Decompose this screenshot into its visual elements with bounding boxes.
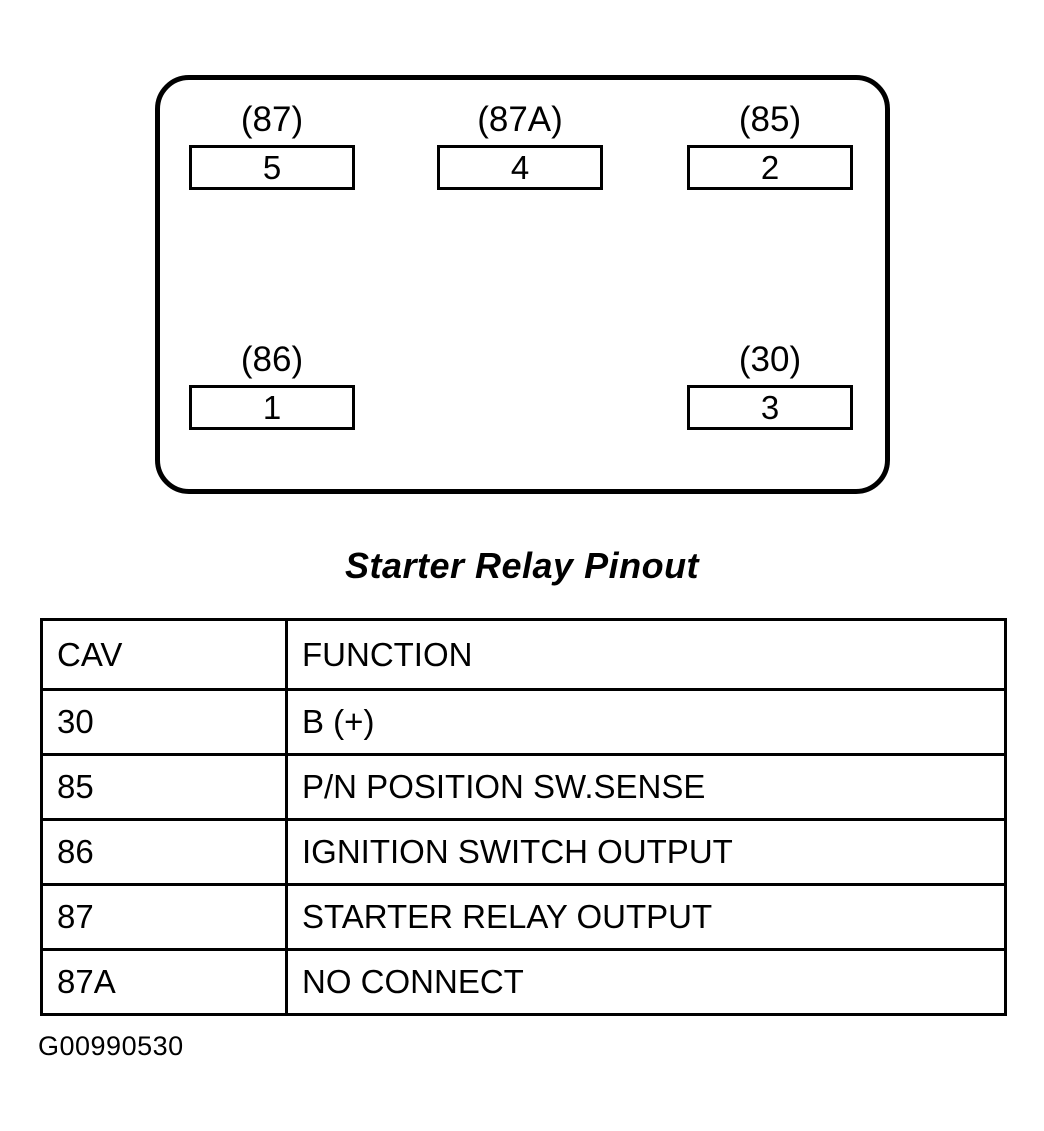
cell-function: STARTER RELAY OUTPUT (285, 883, 1007, 951)
cell-function: NO CONNECT (285, 948, 1007, 1016)
cell-cav: 30 (40, 688, 288, 756)
table-row: 86 IGNITION SWITCH OUTPUT (40, 818, 1007, 886)
starter-relay-diagram: (87) 5 (87A) 4 (85) 2 (86) 1 (30) 3 (0, 0, 1044, 520)
column-header-function: FUNCTION (285, 618, 1007, 691)
terminal-30-label: (30) (738, 340, 802, 379)
cell-function: B (+) (285, 688, 1007, 756)
table-header-row: CAV FUNCTION (40, 618, 1007, 691)
cell-cav: 87 (40, 883, 288, 951)
cell-function: IGNITION SWITCH OUTPUT (285, 818, 1007, 886)
figure-id-label: G00990530 (38, 1031, 184, 1061)
terminal-87-cavity: 5 (189, 145, 355, 190)
cell-cav: 85 (40, 753, 288, 821)
terminal-87a-cavity: 4 (437, 145, 603, 190)
table-row: 87A NO CONNECT (40, 948, 1007, 1016)
terminal-87a-label: (87A) (477, 100, 563, 139)
diagram-caption: Starter Relay Pinout (344, 545, 700, 586)
table-row: 87 STARTER RELAY OUTPUT (40, 883, 1007, 951)
table-row: 30 B (+) (40, 688, 1007, 756)
terminal-85-label: (85) (738, 100, 802, 139)
terminal-85-cavity: 2 (687, 145, 853, 190)
cell-cav: 86 (40, 818, 288, 886)
pinout-table: CAV FUNCTION 30 B (+) 85 P/N POSITION SW… (40, 618, 1007, 1016)
terminal-86-cavity: 1 (189, 385, 355, 430)
cell-function: P/N POSITION SW.SENSE (285, 753, 1007, 821)
cell-cav: 87A (40, 948, 288, 1016)
table-row: 85 P/N POSITION SW.SENSE (40, 753, 1007, 821)
terminal-86-label: (86) (240, 340, 304, 379)
terminal-87-label: (87) (240, 100, 304, 139)
terminal-30-cavity: 3 (687, 385, 853, 430)
column-header-cav: CAV (40, 618, 288, 691)
